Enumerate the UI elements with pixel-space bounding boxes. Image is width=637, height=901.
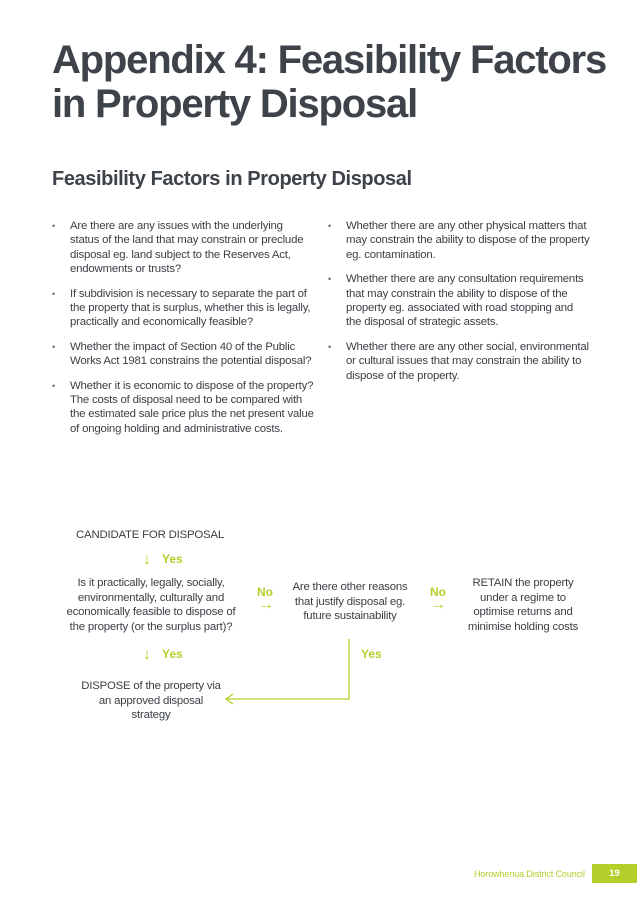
bullet-list-left: •Are there are any issues with the under…	[52, 219, 314, 446]
flow-start-label: CANDIDATE FOR DISPOSAL	[76, 529, 224, 541]
flow-question-other-reasons: Are there other reasons that justify dis…	[292, 581, 408, 622]
yes-label: Yes	[162, 552, 183, 566]
arrow-down-icon: ↓	[143, 551, 151, 568]
bullet-icon: •	[328, 274, 331, 285]
flow-retain-outcome: RETAIN the property under a regime to op…	[467, 577, 579, 633]
bullet-icon: •	[328, 341, 331, 352]
arrow-down-icon: ↓	[143, 646, 151, 663]
arrow-right-icon: →	[430, 596, 446, 613]
bullet-list-right: •Whether there are any other physical ma…	[328, 219, 590, 393]
list-item: •Whether it is economic to dispose of th…	[52, 379, 314, 435]
yes-label: Yes	[361, 647, 382, 661]
list-item: •If subdivision is necessary to separate…	[52, 287, 311, 329]
bullet-icon: •	[52, 341, 55, 352]
list-item: •Whether the impact of Section 40 of the…	[52, 340, 312, 368]
bullet-icon: •	[328, 221, 331, 231]
arrow-right-icon: →	[258, 596, 274, 613]
no-label: No	[430, 585, 446, 599]
flow-dispose-outcome: DISPOSE of the property via an approved …	[81, 680, 221, 721]
list-item: •Whether there are any consultation requ…	[328, 273, 584, 329]
footer-organisation: Horowhenua District Council	[474, 869, 585, 879]
yes-label: Yes	[162, 647, 183, 661]
bullet-icon: •	[52, 288, 55, 299]
page-number-badge: 19	[592, 864, 637, 883]
bullet-icon: •	[52, 380, 55, 391]
no-label: No	[257, 585, 273, 599]
flow-question-feasible: Is it practically, legally, socially, en…	[66, 577, 236, 633]
section-subtitle: Feasibility Factors in Property Disposal	[52, 168, 412, 190]
page-title: Appendix 4: Feasibility Factors in Prope…	[52, 38, 607, 126]
list-item: •Whether there are any other physical ma…	[328, 220, 590, 261]
list-item: •Whether there are any other social, env…	[328, 340, 589, 382]
list-item: •Are there are any issues with the under…	[52, 220, 304, 276]
bullet-icon: •	[52, 221, 55, 231]
